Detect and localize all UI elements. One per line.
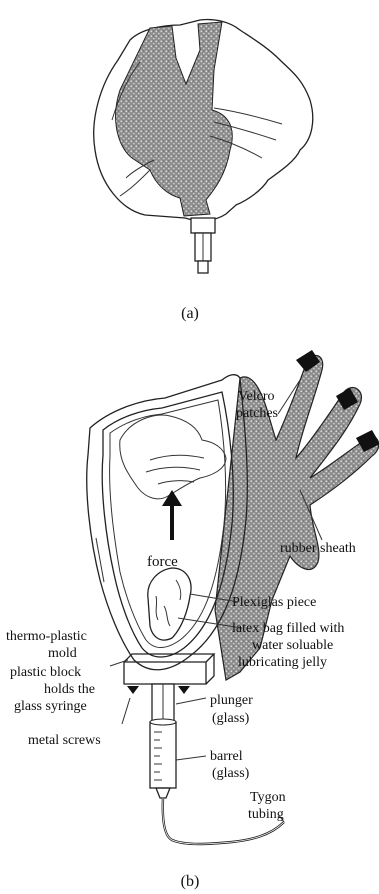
rubber-sheath-a bbox=[116, 22, 233, 216]
label-plunger-2: (glass) bbox=[212, 711, 250, 726]
caption-b: (b) bbox=[181, 873, 200, 890]
label-plunger-1: plunger bbox=[210, 693, 253, 708]
label-mold-1: thermo-plastic bbox=[6, 629, 87, 644]
label-latex-2: water soluable bbox=[252, 638, 333, 653]
syringe-a bbox=[191, 218, 215, 233]
label-screws: metal screws bbox=[28, 733, 101, 748]
latex-bag-lines bbox=[156, 580, 181, 626]
barrel-rim bbox=[150, 719, 176, 725]
hand-inside-mold bbox=[120, 415, 226, 499]
barrel-tip bbox=[156, 788, 170, 798]
plastic-block bbox=[124, 654, 214, 684]
plexiglas-piece bbox=[148, 568, 191, 640]
mold-lining-inner bbox=[110, 400, 226, 648]
label-block-2: holds the bbox=[44, 682, 95, 697]
label-velcro-1: Velcro bbox=[238, 389, 275, 404]
label-tygon-2: tubing bbox=[248, 807, 284, 822]
barrel bbox=[150, 722, 176, 788]
label-tygon-1: Tygon bbox=[250, 790, 286, 805]
mold-lining bbox=[102, 392, 233, 657]
caption-a: (a) bbox=[181, 305, 199, 322]
label-rubber-sheath: rubber sheath bbox=[280, 541, 356, 556]
label-plexiglas: Plexiglas piece bbox=[232, 595, 316, 610]
label-barrel-2: (glass) bbox=[212, 766, 250, 781]
label-latex-3: lubricating jelly bbox=[238, 655, 327, 670]
label-force: force bbox=[147, 554, 178, 570]
diagram-a: (a) bbox=[94, 19, 313, 322]
label-mold-2: mold bbox=[48, 646, 77, 661]
label-latex-1: latex bag filled with bbox=[232, 621, 344, 636]
label-block-1: plastic block bbox=[10, 665, 81, 680]
label-barrel-1: barrel bbox=[210, 749, 243, 764]
barrel-lower-a bbox=[198, 261, 208, 273]
label-velcro-2: patches bbox=[236, 406, 278, 421]
label-block-3: glass syringe bbox=[14, 699, 87, 714]
diagram-b: Velcro patches rubber sheath force Plexi… bbox=[6, 350, 379, 890]
